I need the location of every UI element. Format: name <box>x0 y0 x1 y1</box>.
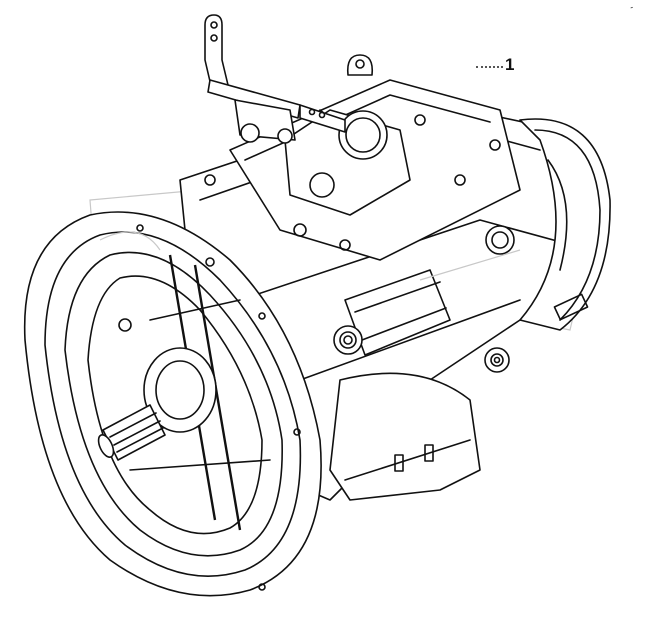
lower-housing <box>329 372 481 501</box>
range-cylinder <box>333 269 451 356</box>
input-shaft <box>97 347 217 461</box>
rear-housing <box>519 118 611 331</box>
callout-label-1: 1 <box>505 55 515 74</box>
shift-lever-bracket <box>204 14 301 144</box>
watermark-overlay <box>99 231 521 281</box>
drain-plug <box>484 347 510 373</box>
gear-shift-tower <box>284 104 411 216</box>
callout-leader-line <box>476 66 503 68</box>
